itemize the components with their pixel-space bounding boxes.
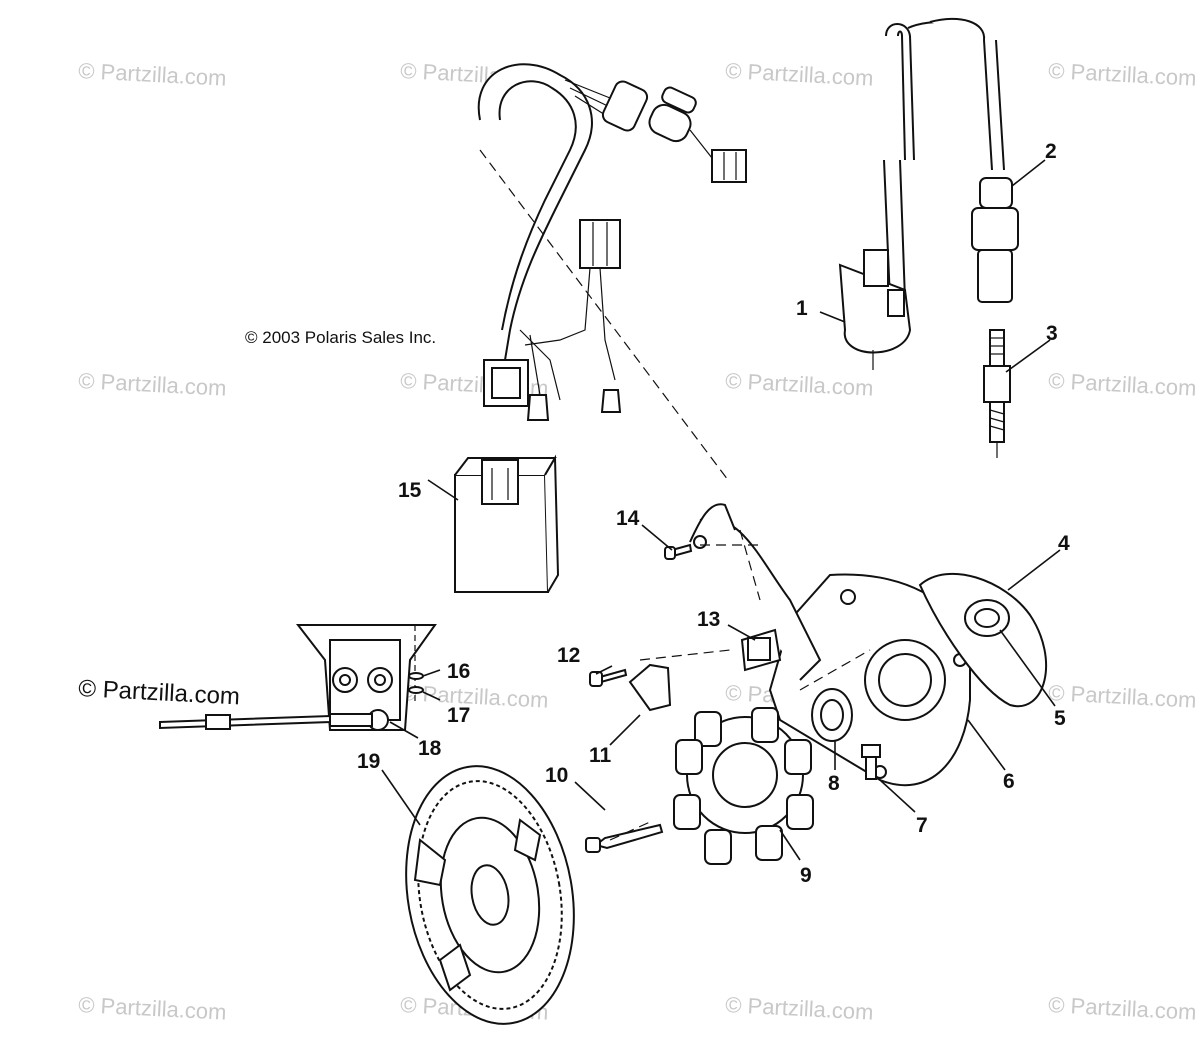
callout-2: 2 [1045, 140, 1057, 163]
callout-14: 14 [616, 507, 640, 530]
watermark: © Partzilla.com [78, 58, 227, 91]
callout-7: 7 [916, 814, 928, 837]
callout-19: 19 [357, 750, 380, 773]
stator [673, 707, 814, 865]
spark-plug [983, 329, 1011, 458]
callout-6: 6 [1003, 770, 1015, 793]
leader-lines [381, 149, 1061, 861]
trigger-sensor-bracket [159, 624, 437, 731]
callout-17: 17 [447, 704, 470, 727]
wiring-harness [477, 63, 747, 421]
callout-5: 5 [1054, 707, 1066, 730]
watermark: © Partzilla.com [1048, 58, 1197, 91]
watermark: © Partzilla.com [725, 368, 874, 401]
watermark: © Partzilla.com [78, 992, 227, 1025]
callout-4: 4 [1058, 532, 1070, 555]
callout-10: 10 [545, 764, 568, 787]
callout-labels: 1 2 3 4 5 6 7 8 9 10 11 12 13 14 15 16 1… [357, 140, 1070, 887]
copyright-notice: © 2003 Polaris Sales Inc. [245, 328, 436, 347]
fasteners [585, 503, 782, 853]
ignition-coil-assembly [838, 17, 1019, 370]
watermark: © Partzilla.com [725, 58, 874, 91]
flywheel [405, 765, 575, 1025]
stator-plate [699, 517, 1048, 787]
watermark: © Partzilla.com [1048, 992, 1197, 1025]
callout-12: 12 [557, 644, 580, 667]
callout-13: 13 [697, 608, 720, 631]
cdi-module [454, 454, 560, 593]
callout-16: 16 [447, 660, 470, 683]
callout-15: 15 [398, 479, 422, 502]
watermark: © Partzilla.com [400, 680, 549, 713]
watermark-layer: © Partzilla.com © Partzilla.com © Partzi… [78, 58, 1197, 1025]
callout-11: 11 [589, 744, 612, 767]
callout-8: 8 [828, 772, 840, 795]
callout-18: 18 [418, 737, 442, 760]
brand-mark: © Partzilla.com [78, 675, 241, 710]
watermark: © Partzilla.com [78, 368, 227, 401]
callout-1: 1 [796, 297, 808, 320]
watermark: © Partzilla.com [1048, 368, 1197, 401]
callout-9: 9 [800, 864, 812, 887]
watermark: © Partzilla.com [725, 992, 874, 1025]
watermark: © Partzilla.com [1048, 680, 1197, 713]
callout-3: 3 [1046, 322, 1058, 345]
